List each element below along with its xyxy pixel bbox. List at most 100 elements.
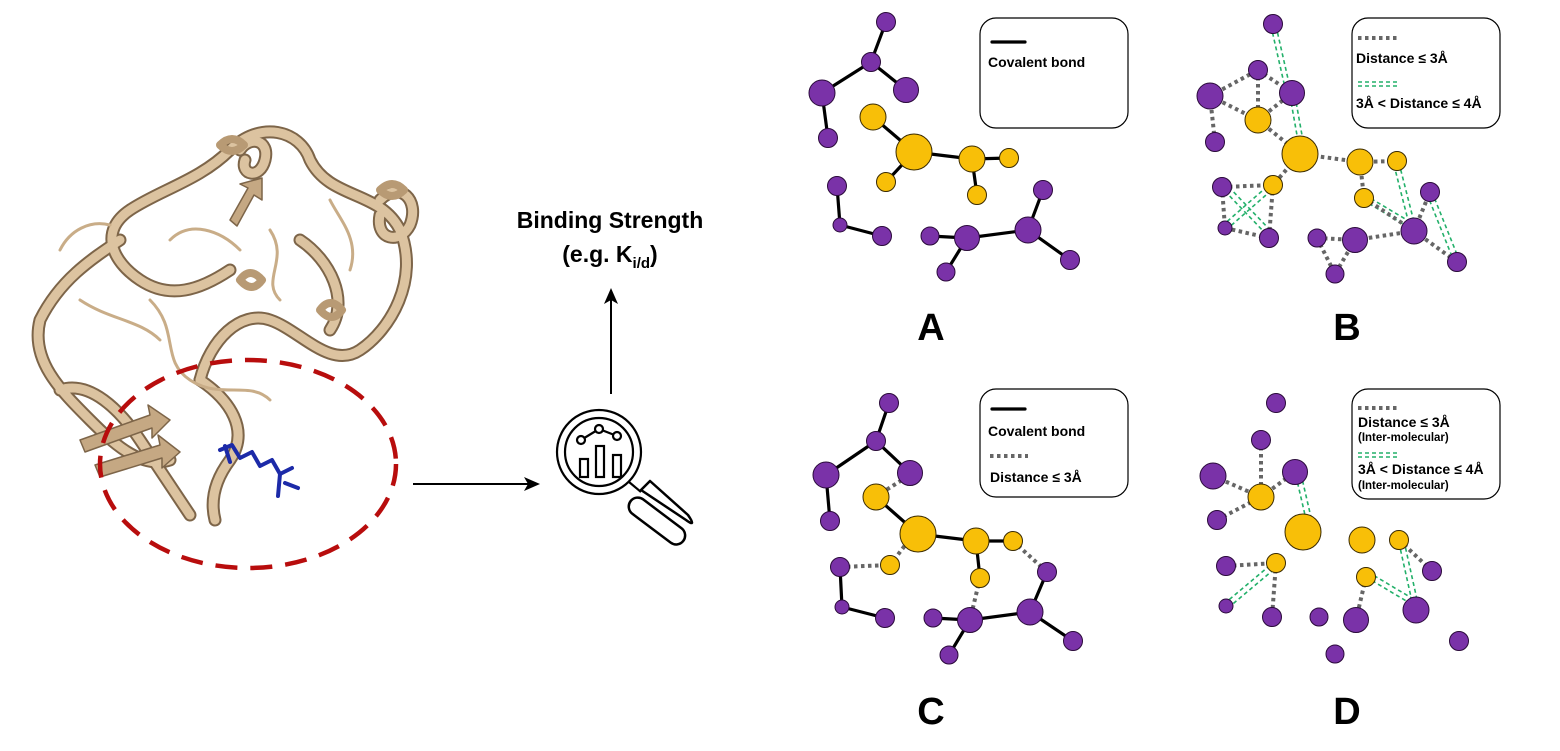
protein-atom: [834, 599, 850, 615]
magnifier-chart-icon: [555, 408, 694, 525]
protein-atom: [820, 511, 840, 531]
protein-atom: [830, 557, 850, 577]
protein-atom: [1033, 180, 1053, 200]
legend-sublabel: (Inter-molecular): [1358, 480, 1449, 492]
protein-atom: [861, 52, 881, 72]
ligand-atom: [880, 555, 900, 575]
protein-atom: [1199, 462, 1227, 490]
protein-atom: [897, 460, 923, 486]
binding-pocket-outline: [97, 357, 399, 571]
protein-ribbon-icon: [31, 125, 420, 571]
protein-atoms: [808, 12, 1080, 282]
ligand-atom: [876, 172, 896, 192]
legend-box: Covalent bond Distance ≤ 3Å: [979, 388, 1129, 498]
protein-atom: [939, 645, 959, 665]
panel-label: A: [917, 307, 944, 349]
protein-atom: [954, 225, 980, 251]
ligand-atom: [1284, 513, 1322, 551]
protein-atom: [1016, 598, 1044, 626]
legend-label: Covalent bond: [988, 423, 1085, 439]
ligand-atom: [862, 483, 890, 511]
protein-atom: [1342, 227, 1368, 253]
protein-atom: [1262, 607, 1282, 627]
ligand-atom: [899, 515, 937, 553]
ligand-atoms: [1247, 483, 1409, 587]
panel-c: Covalent bond Distance ≤ 3Å C: [812, 388, 1129, 733]
protein-atom: [1205, 132, 1225, 152]
magnifier-handle: [627, 496, 687, 546]
ligand-atom: [1354, 188, 1374, 208]
protein-atom: [923, 608, 943, 628]
ligand-atom: [1281, 135, 1319, 173]
legend-sublabel: (Inter-molecular): [1358, 432, 1449, 444]
protein-atom: [1251, 430, 1271, 450]
panel-b: Distance ≤ 3Å 3Å < Distance ≤ 4Å B: [1196, 14, 1501, 349]
protein-atom: [1196, 82, 1224, 110]
ligand-atom: [958, 145, 986, 173]
legend-label: Distance ≤ 3Å: [1358, 414, 1450, 430]
protein-atom: [866, 431, 886, 451]
protein-atom: [1420, 182, 1440, 202]
ligand-atom: [1348, 526, 1376, 554]
protein-atom: [920, 226, 940, 246]
protein-atom: [1217, 220, 1233, 236]
ligand-atom: [1247, 483, 1275, 511]
protein-atom: [1248, 60, 1268, 80]
panel-a: Covalent bond A: [808, 12, 1129, 349]
protein-atom: [1400, 217, 1428, 245]
protein-atom: [818, 128, 838, 148]
protein-atom: [1216, 556, 1236, 576]
protein-atom: [1309, 607, 1329, 627]
protein-atom: [879, 393, 899, 413]
protein-atom: [1343, 607, 1369, 633]
protein-atoms: [1196, 14, 1467, 284]
ligand-atom: [1356, 567, 1376, 587]
protein-atom: [1207, 510, 1227, 530]
ligand-atom: [859, 103, 887, 131]
protein-atom: [1422, 561, 1442, 581]
legend-label: Distance ≤ 3Å: [990, 469, 1082, 485]
ligand-atom: [1244, 106, 1272, 134]
protein-atom: [957, 607, 983, 633]
protein-atom: [1325, 644, 1345, 664]
protein-atoms: [812, 393, 1083, 665]
ligand-atom: [967, 185, 987, 205]
panel-label: B: [1333, 307, 1360, 349]
protein-atoms: [1199, 393, 1469, 664]
panel-d: Distance ≤ 3Å (Inter-molecular) 3Å < Dis…: [1199, 388, 1501, 733]
panel-label: D: [1333, 691, 1360, 733]
flow-arrow-right: [413, 477, 540, 491]
protein-atom: [1212, 177, 1232, 197]
ligand-atom: [970, 568, 990, 588]
legend-box: Covalent bond: [979, 17, 1129, 129]
protein-atom: [1014, 216, 1042, 244]
legend-box: Distance ≤ 3Å 3Å < Distance ≤ 4Å: [1351, 17, 1501, 129]
ligand-atoms: [862, 483, 1023, 588]
legend-box: Distance ≤ 3Å (Inter-molecular) 3Å < Dis…: [1351, 388, 1501, 500]
binding-strength-subtitle: (e.g. Ki/d): [562, 241, 657, 272]
ligand-atoms: [1244, 106, 1407, 208]
ligand-atom: [1389, 530, 1409, 550]
protein-atom: [812, 461, 840, 489]
protein-atom: [1037, 562, 1057, 582]
protein-atom: [1447, 252, 1467, 272]
protein-atom: [872, 226, 892, 246]
legend-label: Distance ≤ 3Å: [1356, 50, 1448, 66]
protein-atom: [1307, 228, 1327, 248]
protein-atom: [1218, 598, 1234, 614]
protein-atom: [1266, 393, 1286, 413]
ligand-atom: [999, 148, 1019, 168]
protein-atom: [1325, 264, 1345, 284]
protein-atom: [1282, 459, 1308, 485]
protein-atom: [1263, 14, 1283, 34]
protein-atom: [832, 217, 848, 233]
ligand-atom: [1387, 151, 1407, 171]
legend-label: Covalent bond: [988, 54, 1085, 70]
ligand-stick-icon: [218, 443, 300, 498]
protein-atom: [893, 77, 919, 103]
ligand-atom: [1266, 553, 1286, 573]
protein-atom: [808, 79, 836, 107]
protein-atom: [1259, 228, 1279, 248]
protein-atom: [827, 176, 847, 196]
